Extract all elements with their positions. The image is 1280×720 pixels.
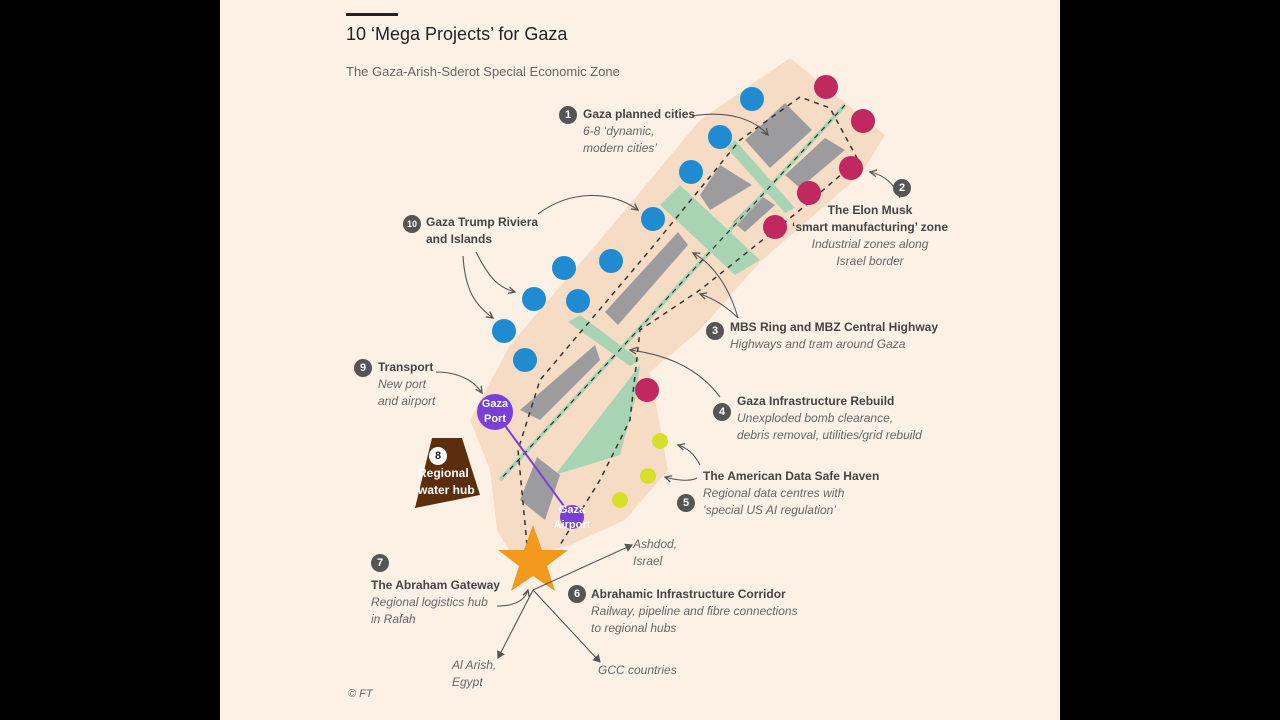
ft-credit: © FT bbox=[348, 688, 373, 700]
project-title: The American Data Safe Haven bbox=[703, 469, 880, 483]
project-title: The Abraham Gateway bbox=[371, 578, 500, 592]
project-desc: in Rafah bbox=[371, 612, 416, 626]
number-badge: 2 bbox=[893, 179, 911, 197]
project-title: ‘smart manufacturing’ zone bbox=[791, 220, 949, 234]
gaza-port-label: Port bbox=[484, 413, 506, 425]
gaza-airport-marker bbox=[560, 505, 584, 529]
project-desc: New port bbox=[378, 377, 427, 391]
project-title: The Elon Musk bbox=[827, 203, 913, 217]
connector-arrows bbox=[435, 113, 901, 607]
al-arish-label: Al Arish, bbox=[452, 658, 497, 672]
al-arish-label: Egypt bbox=[452, 675, 483, 689]
project-desc: Railway, pipeline and fibre connections bbox=[591, 604, 798, 618]
manufacturing-dots bbox=[635, 75, 875, 402]
gaza-port-label: Gaza bbox=[481, 398, 509, 410]
project-desc: Industrial zones along bbox=[811, 237, 929, 251]
project-title: Transport bbox=[378, 360, 434, 374]
project-title: Gaza Infrastructure Rebuild bbox=[737, 394, 895, 408]
project-title: and Islands bbox=[426, 232, 493, 246]
project-desc: Highways and tram around Gaza bbox=[730, 337, 906, 351]
gaza-airport-label: Gaza bbox=[558, 504, 586, 516]
project-desc: and airport bbox=[378, 394, 436, 408]
highway-dashes bbox=[499, 104, 846, 481]
project-desc: Israel border bbox=[836, 254, 904, 268]
project-title: Regional bbox=[418, 466, 469, 480]
green-park bbox=[555, 365, 640, 475]
riviera-dots bbox=[492, 87, 764, 372]
number-badge: 5 bbox=[677, 494, 695, 512]
project-title: Gaza Trump Riviera bbox=[426, 215, 539, 229]
city-blocks bbox=[520, 103, 845, 520]
project-desc: Regional logistics hub bbox=[371, 595, 488, 609]
project-desc: debris removal, utilities/grid rebuild bbox=[737, 428, 922, 442]
infographic-panel: 10 ‘Mega Projects’ for Gaza The Gaza-Ari… bbox=[220, 0, 1060, 720]
number-badge: 9 bbox=[354, 359, 372, 377]
project-title: Abrahamic Infrastructure Corridor bbox=[591, 587, 786, 601]
project-desc: Unexploded bomb clearance, bbox=[737, 411, 894, 425]
port-airport-link bbox=[494, 411, 573, 518]
project-desc: Regional data centres with bbox=[703, 486, 845, 500]
title-rule bbox=[346, 13, 398, 16]
number-badge: 6 bbox=[568, 585, 586, 603]
gaza-port-marker bbox=[477, 394, 513, 430]
project-title: Gaza planned cities bbox=[583, 107, 696, 121]
ashdod-label: Israel bbox=[633, 554, 663, 568]
project-desc: to regional hubs bbox=[591, 621, 677, 635]
gaza-airport-label: Airport bbox=[553, 519, 591, 531]
project-title: water hub bbox=[418, 483, 475, 497]
number-badge: 4 bbox=[713, 403, 731, 421]
abraham-gateway-star bbox=[498, 525, 568, 591]
number-badge: 7 bbox=[371, 554, 389, 572]
number-badge: 10 bbox=[403, 215, 421, 233]
gaza-strip bbox=[470, 58, 885, 560]
project-title: MBS Ring and MBZ Central Highway bbox=[730, 320, 939, 334]
ashdod-label: Ashdod, bbox=[633, 537, 678, 551]
green-band bbox=[727, 140, 795, 213]
project-desc: ‘special US AI regulation’ bbox=[703, 503, 836, 517]
number-badge: 3 bbox=[706, 322, 724, 340]
green-band bbox=[568, 315, 640, 366]
number-badge: 1 bbox=[559, 106, 577, 124]
number-badge: 8 bbox=[429, 447, 447, 465]
page-title: 10 ‘Mega Projects’ for Gaza bbox=[346, 24, 568, 44]
project-desc: modern cities’ bbox=[583, 141, 658, 155]
gaza-map bbox=[346, 13, 901, 663]
data-centre-dots bbox=[612, 433, 668, 508]
gcc-label: GCC countries bbox=[598, 663, 677, 677]
project-desc: 6-8 ‘dynamic, bbox=[583, 124, 655, 138]
corridor-arrows bbox=[497, 543, 634, 663]
subtitle: The Gaza-Arish-Sderot Special Economic Z… bbox=[346, 64, 620, 79]
